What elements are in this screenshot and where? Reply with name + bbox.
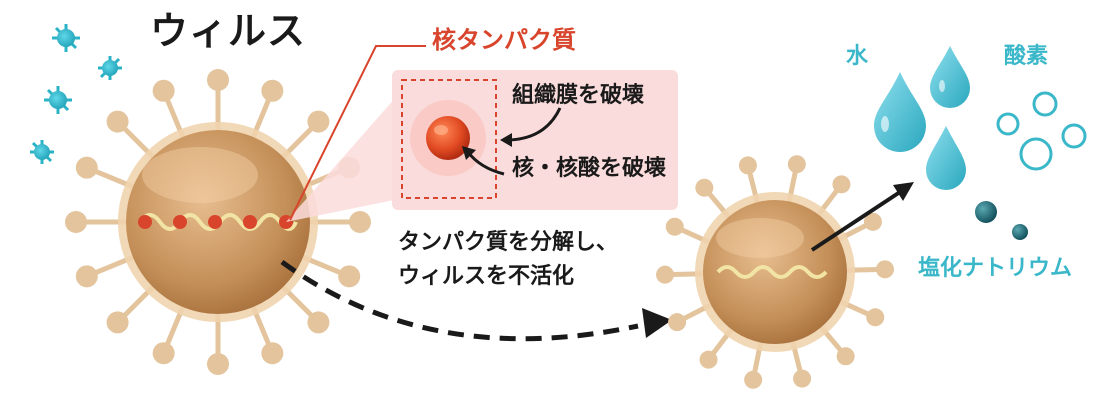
- oxygen-bubble: [996, 112, 1020, 136]
- water-drops: [874, 46, 970, 190]
- spike-knob: [863, 212, 882, 231]
- tissue-arrow: [505, 107, 562, 142]
- sodium-chloride-label: 塩化ナトリウム: [918, 256, 1073, 281]
- sodium-chloride-particles: [975, 201, 1028, 240]
- spike-knob: [261, 342, 284, 365]
- spike-knob: [866, 308, 885, 327]
- oxygen-bubble: [1061, 123, 1087, 149]
- water-drop: [874, 72, 926, 152]
- inactivation-note-line2: ウィルスを不活化: [398, 264, 575, 289]
- callout-box: [392, 70, 678, 210]
- oxygen-bubble: [1032, 91, 1058, 117]
- spike-knob: [744, 370, 763, 389]
- zoom-wedge: [286, 88, 404, 222]
- inactivated-virus-body: [695, 192, 855, 352]
- protein-bead: [243, 215, 257, 229]
- output-arrow: [810, 182, 914, 252]
- water-drop: [930, 46, 970, 108]
- spike-knob: [75, 156, 98, 179]
- nucleus-sphere: [426, 116, 470, 160]
- salt-particle: [975, 201, 997, 223]
- oxygen-bubble: [1019, 137, 1053, 171]
- spike-knob: [699, 350, 718, 369]
- spike-knob: [106, 311, 129, 334]
- protein-bead: [173, 215, 187, 229]
- virus-title: ウィルス: [150, 9, 307, 53]
- spike-knob: [65, 211, 87, 233]
- spike-knob: [106, 110, 129, 133]
- broken-rna-strand: [716, 265, 828, 279]
- water-label: 水: [846, 44, 869, 69]
- spike-knob: [307, 311, 330, 334]
- small-virus: [44, 86, 72, 114]
- spike-knob: [875, 260, 894, 279]
- callout-arrows: [462, 107, 562, 176]
- spike-knob: [207, 69, 229, 91]
- spike-knob: [793, 369, 812, 388]
- spike-knob: [75, 265, 98, 288]
- inactivation-note-line1: タンパク質を分解し、: [398, 230, 619, 255]
- spike-knob: [738, 156, 757, 175]
- spike-knob: [836, 347, 855, 366]
- spike-knob: [787, 155, 806, 174]
- small-virus: [98, 56, 122, 80]
- spike-knob: [152, 79, 175, 102]
- water-drop: [926, 126, 966, 190]
- nucleic-acid-label: 核・核酸を破壊: [512, 156, 667, 181]
- spike-knob: [307, 110, 330, 133]
- spike-knob: [207, 353, 229, 375]
- protein-leader-line: [289, 45, 426, 221]
- spike-knob: [261, 79, 284, 102]
- small-virus: [52, 24, 80, 52]
- oxygen-label: 酸素: [1004, 44, 1049, 69]
- protein-label: 核タンパク質: [432, 26, 576, 54]
- spike-knob: [832, 175, 851, 194]
- spike-knob: [349, 211, 371, 233]
- protein-bead: [138, 215, 152, 229]
- spike-knob: [656, 265, 675, 284]
- spike-knob: [152, 342, 175, 365]
- small-virus-group: [30, 24, 122, 164]
- protein-bead: [208, 215, 222, 229]
- spike-knob: [668, 313, 687, 332]
- spike-knob: [338, 265, 361, 288]
- transformation-arrow: [280, 259, 672, 342]
- salt-particle: [1012, 224, 1028, 240]
- oxygen-bubbles: [996, 91, 1087, 171]
- small-virus: [30, 140, 54, 164]
- spike-knob: [665, 217, 684, 236]
- spike-knob: [695, 178, 714, 197]
- tissue-membrane-label: 組織膜を破壊: [512, 83, 645, 108]
